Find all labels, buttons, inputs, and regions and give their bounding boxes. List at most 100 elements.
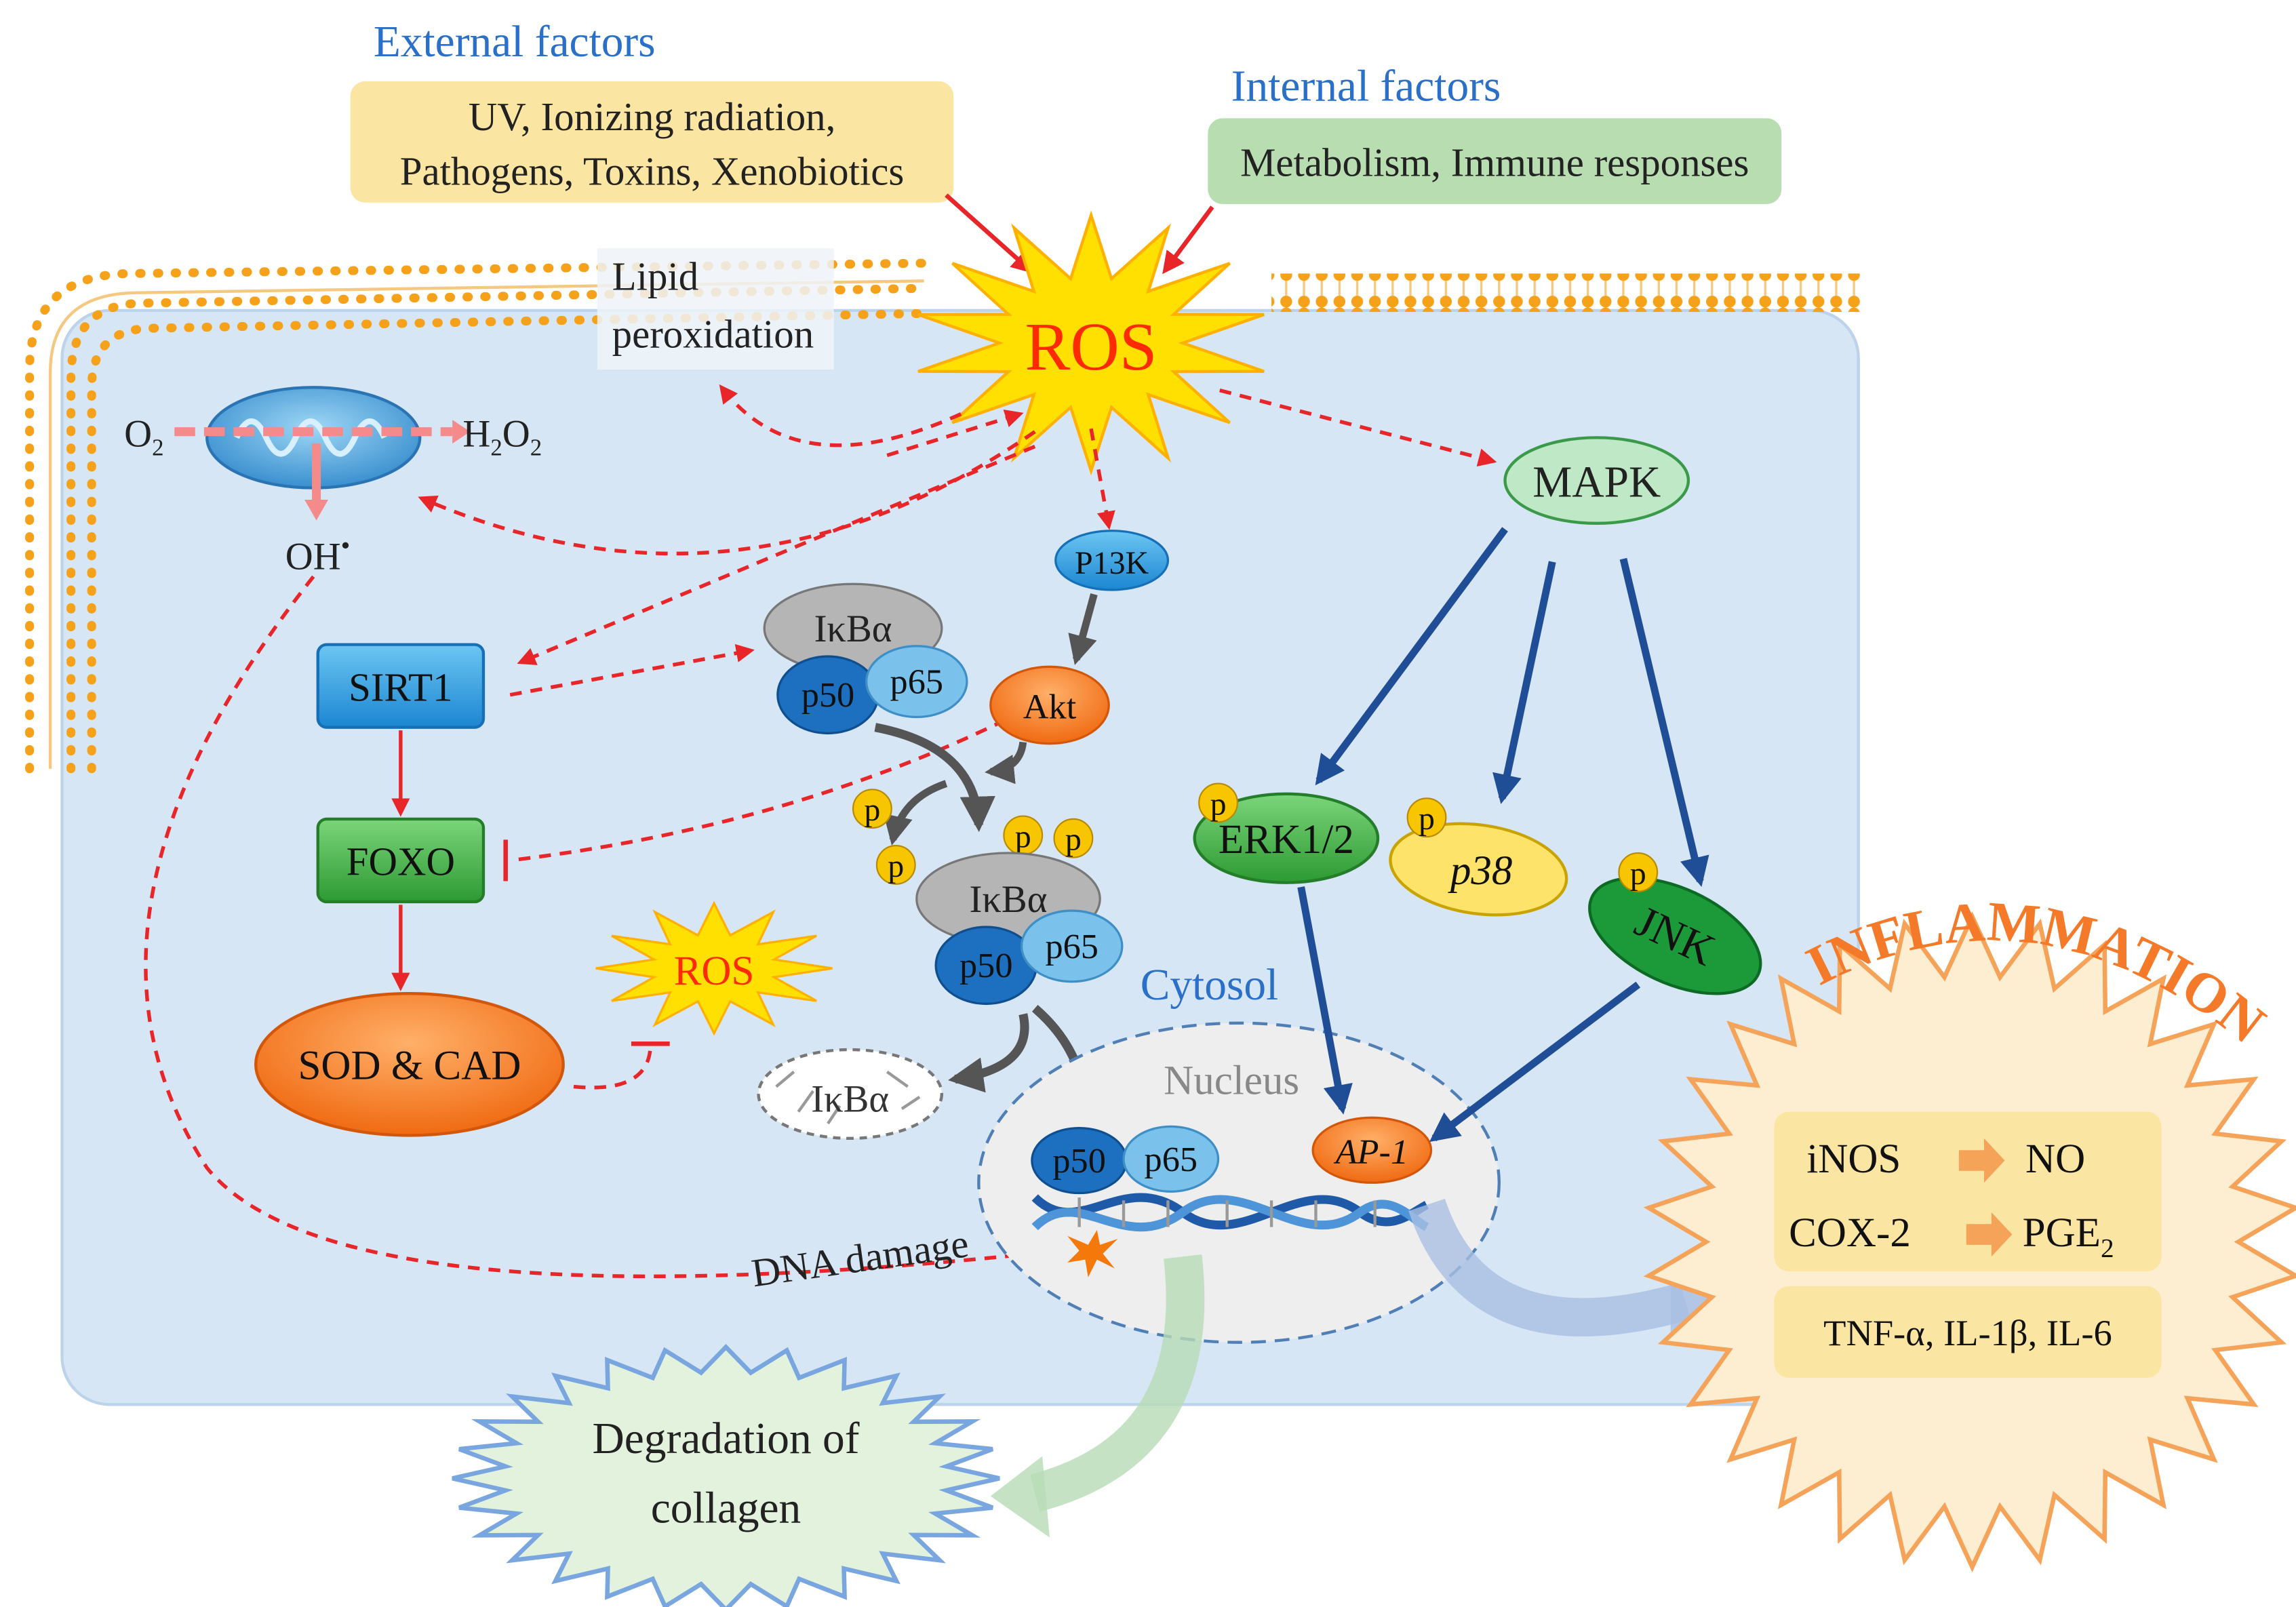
nfkb-nuclear: p50 p65 — [1031, 1125, 1220, 1195]
ap1-label: AP-1 — [1334, 1132, 1409, 1172]
erk-node: ERK1/2 p — [1193, 782, 1380, 884]
svg-text:PGE2: PGE2 — [2023, 1210, 2114, 1263]
p50-label-3: p50 — [1052, 1141, 1105, 1181]
cell-membrane — [25, 258, 1863, 774]
nucleus-to-collagen-arrow — [1029, 1254, 1205, 1512]
ros-dashed-arrows — [144, 384, 1497, 1279]
ros-to-lipid-arrow — [719, 384, 962, 448]
cox2-label: COX-2 — [1789, 1210, 1911, 1256]
p65-label-2: p65 — [1045, 927, 1098, 966]
cox2-to-pge-arrow — [1966, 1212, 2013, 1257]
h2o2-h: H — [462, 412, 490, 455]
svg-text:p: p — [888, 848, 904, 884]
ros-to-mapk-arrow — [1219, 388, 1497, 467]
oh-sup: • — [341, 532, 351, 561]
external-line1: UV, Ionizing radiation, — [469, 95, 836, 139]
ros-to-pi3k-arrow — [1089, 428, 1115, 530]
ikba-degradation-arrow — [948, 1013, 1029, 1093]
h2o2-o: O — [502, 412, 530, 455]
svg-text:OH•: OH• — [285, 532, 351, 578]
phosphate-2: p — [875, 845, 916, 885]
internal-title: Internal factors — [1231, 62, 1501, 111]
p50-label-2: p50 — [959, 946, 1012, 985]
collagen-line2: collagen — [651, 1484, 801, 1533]
ikba-degraded-label: IκBα — [811, 1078, 889, 1121]
collagen-line1: Degradation of — [593, 1414, 860, 1463]
svg-text:p: p — [864, 792, 880, 828]
sod-cad-node: SOD & CAD — [254, 991, 565, 1137]
sod-cad-label: SOD & CAD — [298, 1044, 521, 1089]
lipid-line1: Lipid — [612, 254, 699, 298]
dna-damage-icon — [1067, 1230, 1118, 1277]
lipid-peroxidation: Lipid peroxidation — [597, 248, 834, 370]
pge-label: PGE — [2023, 1210, 2101, 1256]
nfkb-complex-1: IκBα p50 p65 — [763, 582, 968, 735]
o2-sub: 2 — [152, 435, 163, 461]
akt-to-complex-arrow — [985, 741, 1027, 785]
sirt1-label: SIRT1 — [349, 665, 452, 709]
external-factors: External factors UV, Ionizing radiation,… — [350, 18, 954, 203]
ap1-node: AP-1 — [1311, 1116, 1433, 1184]
p65-label-1: p65 — [890, 662, 943, 702]
phosphate-release-arrow — [883, 780, 948, 846]
pge-sub: 2 — [2101, 1233, 2114, 1263]
p38-label: p38 — [1448, 848, 1513, 894]
cytokine-box — [1774, 1286, 2162, 1378]
svg-text:O2: O2 — [124, 412, 163, 460]
internal-factors: Internal factors Metabolism, Immune resp… — [1208, 62, 1782, 204]
o2-label: O — [124, 412, 152, 455]
mapk-blue-arrows — [1297, 527, 1709, 1143]
mapk-to-p38-arrow — [1492, 561, 1556, 804]
mapk-label: MAPK — [1532, 458, 1661, 507]
cytokines-label: TNF-α, IL-1β, IL-6 — [1823, 1312, 2112, 1353]
ros-main-label: ROS — [1025, 309, 1157, 384]
oh-label: OH — [285, 535, 341, 578]
oh-to-dna-arrow — [144, 575, 1077, 1279]
inos-to-no-arrow — [1958, 1138, 2005, 1183]
jnk-phosphate-label: p — [1630, 856, 1646, 892]
p38-phosphate — [1406, 797, 1447, 838]
degraded-ikba: IκBα — [757, 1048, 944, 1140]
akt-node: Akt — [989, 665, 1110, 745]
jnk-to-ap1-arrow — [1429, 981, 1641, 1143]
external-to-ros-arrow — [945, 193, 1034, 274]
mapk-to-jnk-arrow — [1619, 557, 1709, 887]
mediator-box — [1774, 1111, 2162, 1272]
p38-node: p38 p — [1389, 797, 1568, 917]
dna-helix — [1031, 1193, 1429, 1232]
nucleus-label: Nucleus — [1164, 1058, 1299, 1103]
akt-label: Akt — [1023, 688, 1077, 727]
ros-main-burst: ROS — [917, 210, 1265, 476]
phosphorylation-arrow — [874, 723, 995, 833]
ros-to-mito-arrow — [418, 430, 1036, 556]
foxo-label: FOXO — [347, 840, 455, 884]
collagen-burst: Degradation of collagen — [452, 1344, 1000, 1607]
mapk-to-erk-arrow — [1315, 527, 1508, 786]
nfkb-complex-2: IκBα p50 p65 — [915, 852, 1124, 1006]
mito-to-ros-arrow — [886, 409, 1024, 458]
pi3k-label: P13K — [1075, 545, 1149, 581]
h2o2-sub1: 2 — [490, 435, 502, 461]
nucleus: Nucleus p50 p65 AP-1 — [977, 1021, 1501, 1344]
inos-label: iNOS — [1806, 1136, 1901, 1182]
internal-to-ros-arrow — [1162, 205, 1214, 275]
mitochondrion: O2 H2O2 OH• — [124, 386, 542, 578]
external-line2: Pathogens, Toxins, Xenobiotics — [400, 150, 905, 194]
erk-label: ERK1/2 — [1219, 817, 1354, 862]
ikba-label-1: IκBα — [814, 608, 892, 650]
phosphate-4: p — [1053, 818, 1094, 858]
svg-text:p: p — [1065, 822, 1082, 858]
p65-label-3: p65 — [1145, 1140, 1198, 1179]
ikba-label-2: IκBα — [970, 878, 1048, 921]
phosphate-1: p — [852, 789, 892, 829]
mapk-node: MAPK — [1503, 436, 1690, 525]
p38-phosphate-label: p — [1419, 801, 1435, 837]
svg-text:H2O2: H2O2 — [462, 412, 542, 460]
foxo-node: FOXO — [316, 817, 486, 904]
cytosol-label: Cytosol — [1141, 961, 1278, 1010]
h2o2-sub2: 2 — [530, 435, 542, 461]
erk-phosphate-label: p — [1210, 786, 1227, 822]
lipid-line2: peroxidation — [612, 312, 814, 356]
